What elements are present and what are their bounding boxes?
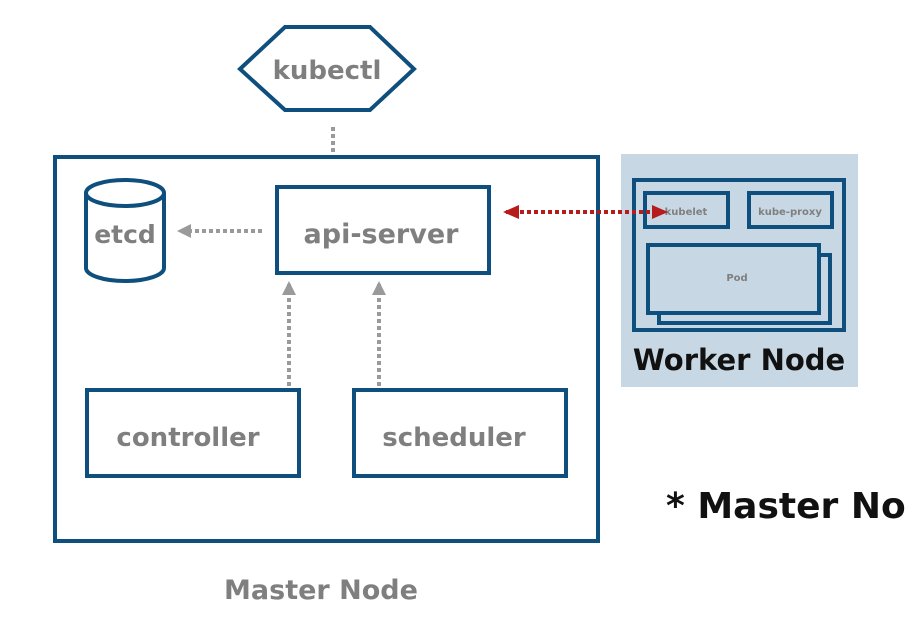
kubectl-node: kubectl [237,25,417,112]
worker-node-panel: kubelet kube-proxy Pod Worker Node [621,154,858,387]
master-node-note: * Master No [666,486,906,527]
kube-proxy-label: kube-proxy [758,207,822,218]
master-node-label: Master Node [224,575,418,606]
pod-stack: Pod [646,243,832,325]
worker-node-label: Worker Node [633,343,845,377]
scheduler-node: scheduler [352,388,568,478]
pod-label: Pod [726,273,747,284]
controller-node: controller [85,388,301,478]
scheduler-label: scheduler [382,423,526,453]
kubelet-label: kubelet [665,207,708,218]
kubectl-label: kubectl [273,56,382,86]
kube-proxy-node: kube-proxy [747,191,834,229]
etcd-node: etcd [84,178,166,283]
api-server-label: api-server [304,219,460,250]
kubelet-node: kubelet [643,191,730,229]
etcd-label: etcd [94,220,156,249]
controller-label: controller [116,423,259,453]
api-server-node: api-server [275,185,491,275]
